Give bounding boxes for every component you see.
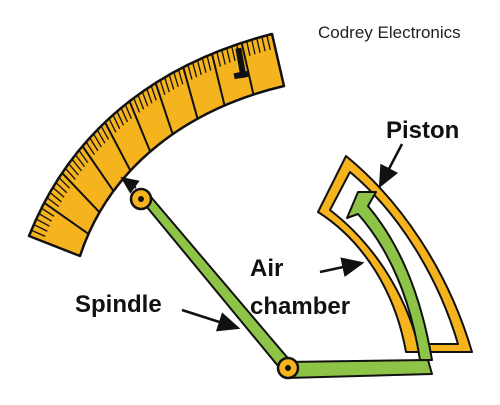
scale-major-tick	[211, 53, 226, 107]
chamber-label: chamber	[250, 293, 350, 320]
piston-arrow-icon	[378, 143, 404, 189]
scale-minor-tick	[46, 197, 60, 208]
air-label: Air	[250, 255, 283, 282]
bottom-pivot	[276, 356, 300, 380]
brand-text: Codrey Electronics	[318, 23, 461, 42]
scale-minor-tick	[251, 39, 256, 55]
scale-minor-tick	[137, 94, 145, 110]
scale-minor-tick	[164, 77, 170, 93]
scale-minor-tick	[177, 69, 184, 85]
needle-indicator-base	[233, 70, 249, 80]
scale-minor-tick	[58, 177, 71, 189]
scale-major-tick	[128, 100, 152, 153]
scale-minor-tick	[159, 79, 166, 95]
scale-minor-tick	[112, 114, 121, 130]
scale-minor-tick	[192, 62, 198, 78]
scale-minor-tick	[100, 125, 110, 140]
scale-minor-tick	[146, 88, 153, 104]
scale-minor-tick	[168, 74, 175, 90]
scale-minor-tick	[96, 129, 106, 144]
scale-minor-tick	[74, 154, 86, 168]
scale-minor-tick	[89, 137, 99, 152]
scale-minor-tick	[141, 91, 149, 107]
scale-minor-tick	[108, 118, 117, 133]
spindle-label: Spindle	[75, 291, 162, 318]
top-pivot	[129, 187, 153, 211]
scale-minor-tick	[55, 182, 68, 194]
scale-minor-tick	[226, 47, 231, 63]
scale-minor-tick	[221, 49, 226, 65]
scale-ticks	[31, 35, 271, 237]
meter-scale	[27, 32, 286, 258]
scale-minor-tick	[78, 150, 89, 164]
scale-major-tick	[43, 202, 89, 235]
scale-minor-tick	[124, 104, 132, 120]
spindle-arrow-icon	[181, 308, 241, 332]
scale-minor-tick	[120, 107, 129, 123]
scale-minor-tick	[85, 141, 95, 155]
scale-minor-tick	[266, 35, 271, 51]
scale-minor-tick	[38, 212, 53, 222]
scale-major-tick	[81, 145, 115, 192]
scale-major-tick	[104, 121, 132, 172]
scale-minor-tick	[256, 38, 261, 53]
scale-minor-tick	[35, 218, 50, 227]
scale-minor-tick	[68, 163, 79, 176]
scale-minor-tick	[116, 111, 125, 126]
scale-minor-tick	[196, 60, 202, 76]
scale-major-tick	[240, 42, 255, 96]
scale-major-tick	[61, 172, 100, 213]
scale-major-tick	[182, 66, 199, 121]
scale-minor-tick	[216, 51, 222, 67]
piston	[346, 191, 433, 361]
scale-minor-tick	[64, 167, 76, 180]
scale-minor-tick	[33, 224, 48, 232]
scale-minor-tick	[201, 57, 207, 73]
piston-label: Piston	[386, 117, 459, 144]
spindle-pointer-arrow	[120, 176, 140, 194]
air-chamber-arrow-icon	[319, 257, 365, 277]
scale-minor-tick	[231, 46, 236, 62]
scale-minor-tick	[133, 97, 141, 113]
needle-indicator	[235, 47, 247, 79]
scale-minor-tick	[173, 71, 179, 88]
scale-band	[27, 32, 286, 258]
scale-minor-tick	[246, 41, 251, 56]
scale-minor-tick	[71, 158, 82, 172]
scale-minor-tick	[52, 187, 65, 198]
scale-minor-tick	[49, 192, 62, 203]
scale-major-tick	[154, 82, 174, 136]
scale-minor-tick	[206, 55, 212, 71]
scale-minor-tick	[187, 64, 193, 80]
scale-minor-tick	[92, 133, 102, 148]
scale-minor-tick	[41, 207, 55, 217]
scale-minor-tick	[31, 229, 46, 237]
scale-minor-tick	[150, 85, 157, 101]
scale-minor-tick	[261, 36, 266, 52]
